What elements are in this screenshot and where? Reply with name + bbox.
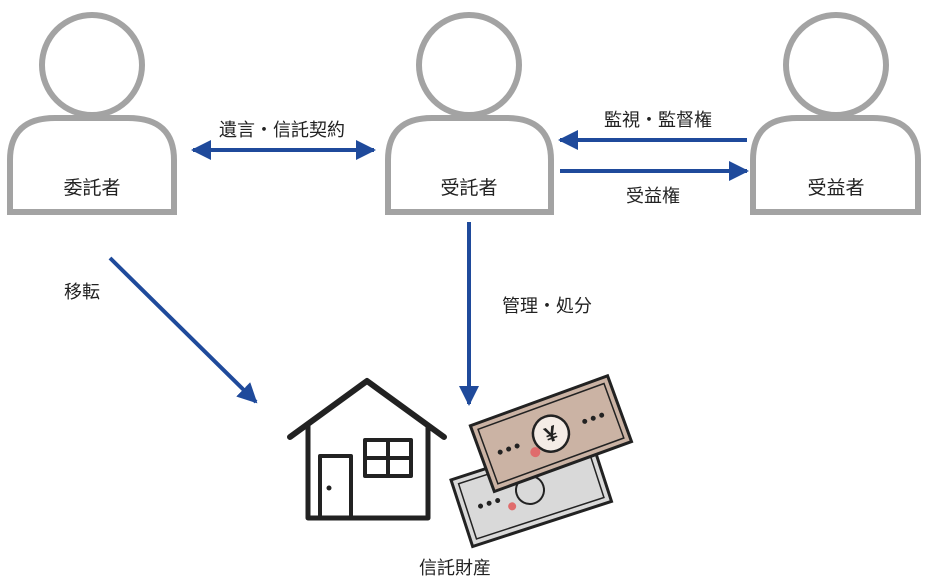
settlor-to-property-relation-label: 移転 [64, 282, 100, 303]
settlor-to-property-arrow [108, 256, 258, 404]
trustee-to-beneficiary-relation-label: 受益権 [626, 186, 680, 207]
trust-property-label: 信託財産 [419, 558, 491, 579]
beneficiary-person-icon [750, 12, 921, 215]
settlor-label: 委託者 [63, 177, 121, 199]
trustee-person-icon [385, 12, 554, 215]
banknote-icon: ¥ [449, 373, 634, 549]
house-icon [287, 378, 447, 521]
settlor-trustee-relation-label: 遺言・信託契約 [219, 120, 345, 141]
beneficiary-label: 受益者 [807, 177, 865, 199]
beneficiary-to-trustee-relation-label: 監視・監督権 [604, 110, 712, 131]
trustee-label: 受託者 [440, 177, 498, 199]
trustee-to-property-relation-label: 管理・処分 [502, 296, 592, 317]
settlor-person-icon [7, 12, 177, 215]
